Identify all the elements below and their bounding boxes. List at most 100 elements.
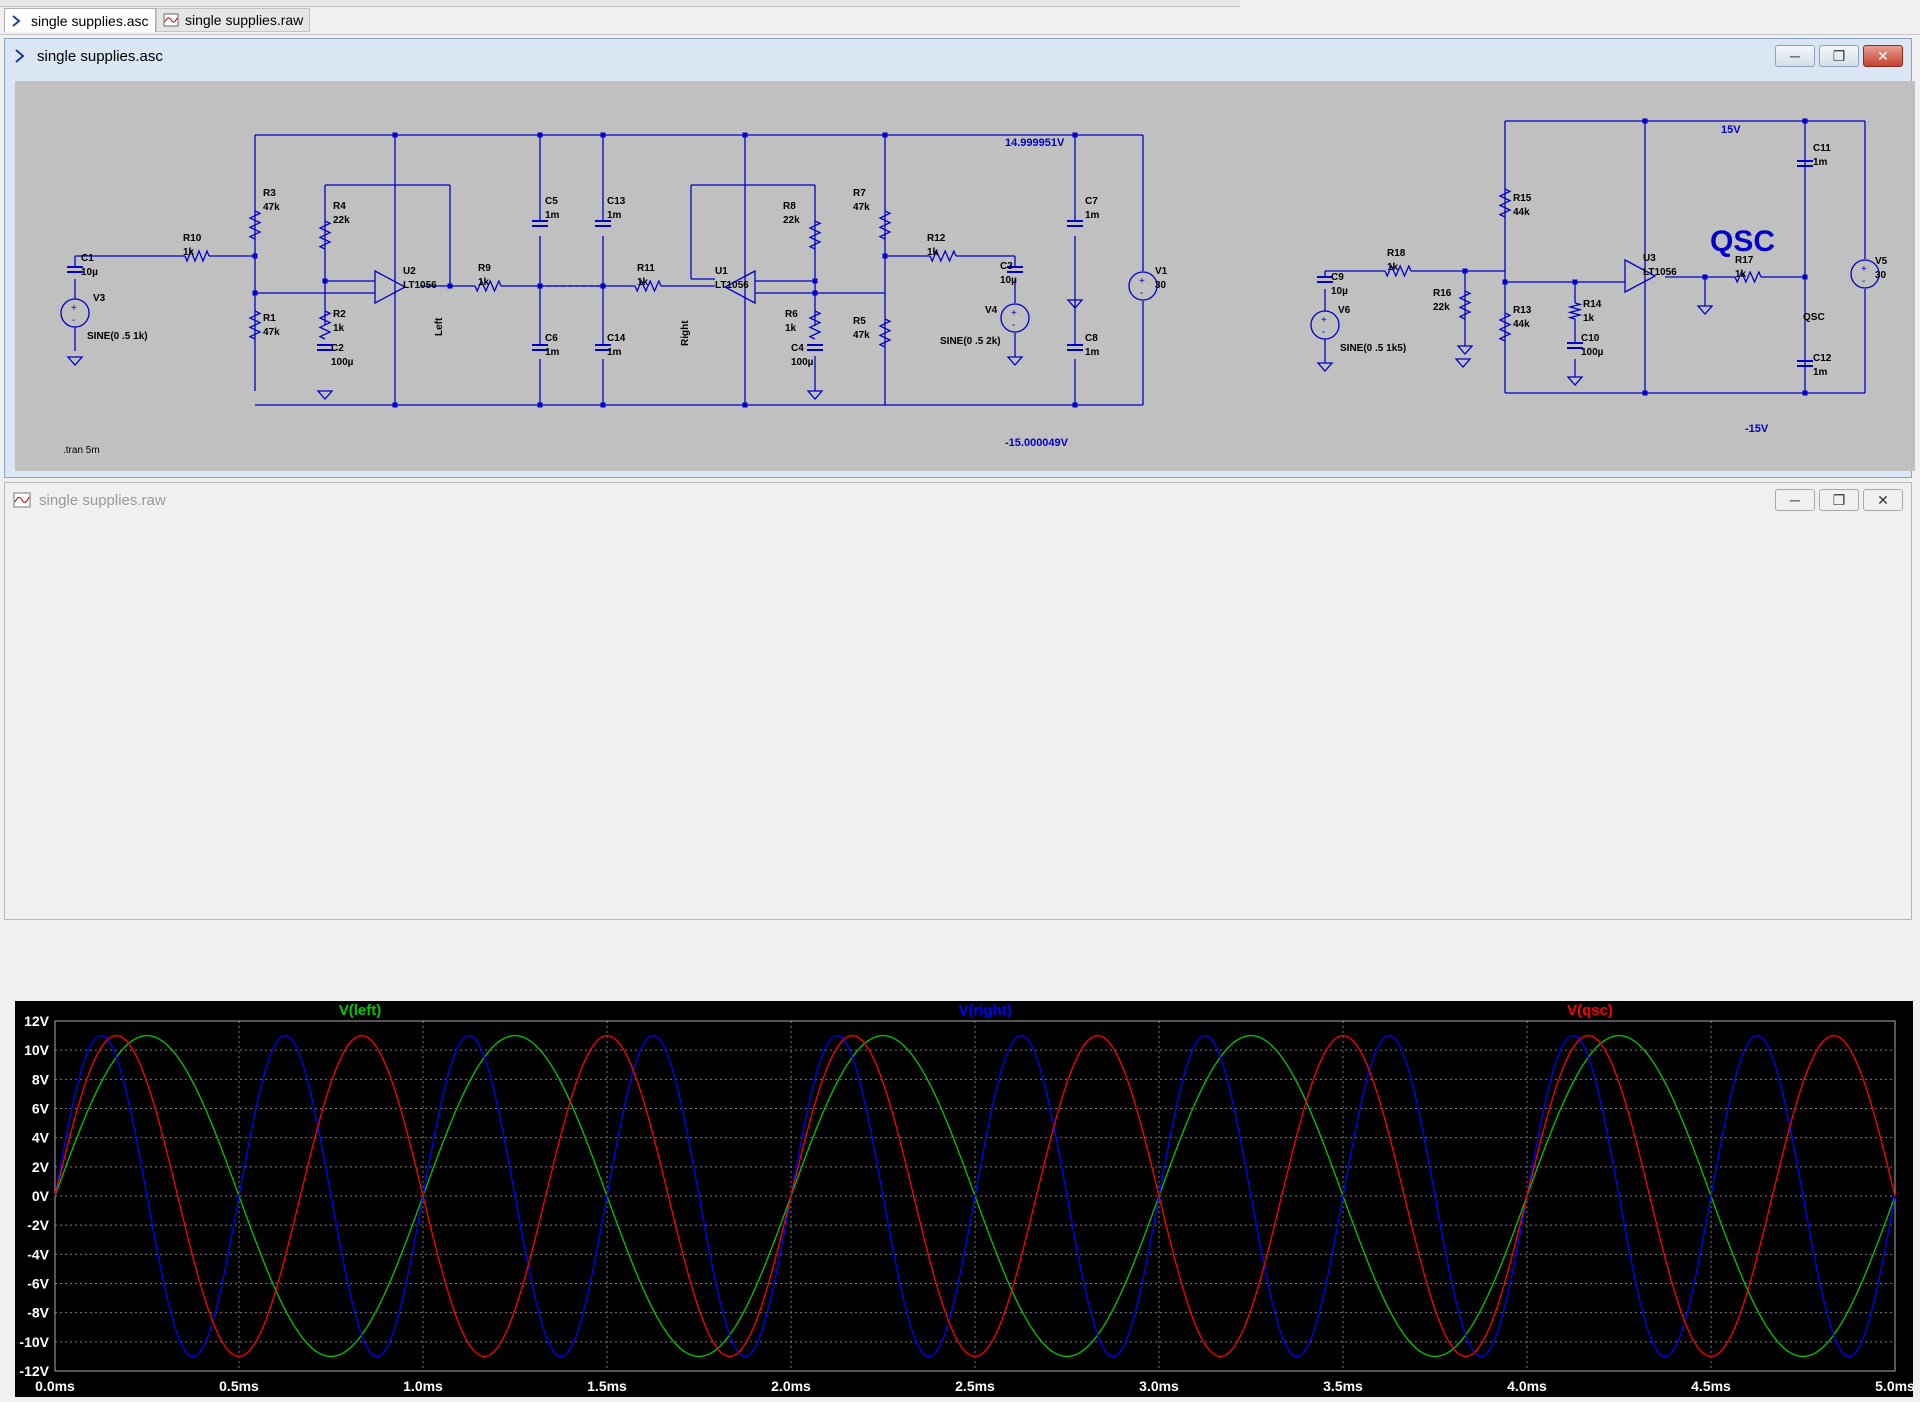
component-value[interactable]: 1m — [607, 210, 622, 221]
component-value[interactable]: LT1056 — [403, 280, 437, 291]
net-label-15v[interactable]: 15V — [1721, 124, 1741, 136]
component-value[interactable]: 1k — [637, 277, 649, 288]
component-value[interactable]: 47k — [853, 202, 870, 213]
component-value[interactable]: 22k — [783, 215, 800, 226]
minimize-button[interactable]: ─ — [1775, 45, 1815, 67]
component-value[interactable]: 10µ — [81, 267, 98, 278]
component-ref[interactable]: R18 — [1387, 248, 1406, 259]
component-ref[interactable]: R3 — [263, 188, 276, 199]
component-value[interactable]: 1m — [1085, 210, 1100, 221]
component-ref[interactable]: R5 — [853, 316, 866, 327]
component-value[interactable]: 1k — [1583, 313, 1595, 324]
component-ref[interactable]: C3 — [1000, 261, 1013, 272]
close-button[interactable]: ✕ — [1863, 489, 1903, 511]
net-label-left[interactable]: Left — [434, 317, 445, 336]
component-ref[interactable]: C13 — [607, 196, 626, 207]
series-legend-label[interactable]: V(left) — [339, 1002, 382, 1019]
component-ref[interactable]: U2 — [403, 266, 416, 277]
component-ref[interactable]: C5 — [545, 196, 558, 207]
component-ref[interactable]: C4 — [791, 343, 804, 354]
component-value[interactable]: 1k — [927, 247, 939, 258]
component-ref[interactable]: V4 — [985, 305, 998, 316]
component-value[interactable]: LT1056 — [715, 280, 749, 291]
minimize-button[interactable]: ─ — [1775, 489, 1815, 511]
series-legend-label[interactable]: V(right) — [958, 1002, 1011, 1019]
component-ref[interactable]: R6 — [785, 309, 798, 320]
component-value[interactable]: 1m — [1813, 367, 1828, 378]
component-value[interactable]: SINE(0 .5 1k5) — [1340, 343, 1406, 354]
component-value[interactable]: 100µ — [791, 357, 814, 368]
component-value[interactable]: 47k — [263, 202, 280, 213]
sim-directive[interactable]: .tran 5m — [63, 445, 100, 456]
tab-schematic[interactable]: single supplies.asc — [4, 8, 156, 32]
component-value[interactable]: 22k — [1433, 302, 1450, 313]
component-ref[interactable]: R15 — [1513, 193, 1532, 204]
component-ref[interactable]: R2 — [333, 309, 346, 320]
component-value[interactable]: 30 — [1875, 270, 1887, 281]
component-value[interactable]: 44k — [1513, 319, 1530, 330]
component-value[interactable]: SINE(0 .5 2k) — [940, 336, 1001, 347]
component-value[interactable]: 100µ — [331, 357, 354, 368]
net-label-vneg[interactable]: -15.000049V — [1005, 437, 1069, 449]
component-value[interactable]: 1k — [478, 277, 490, 288]
component-value[interactable]: 1k — [333, 323, 345, 334]
component-ref[interactable]: R12 — [927, 233, 946, 244]
component-value[interactable]: 1m — [607, 347, 622, 358]
component-ref[interactable]: R10 — [183, 233, 202, 244]
component-ref[interactable]: U3 — [1643, 253, 1656, 264]
component-value[interactable]: 1m — [545, 210, 560, 221]
component-value[interactable]: 1k — [183, 247, 195, 258]
component-ref[interactable]: C6 — [545, 333, 558, 344]
component-value[interactable]: 10µ — [1331, 286, 1348, 297]
component-ref[interactable]: C12 — [1813, 353, 1832, 364]
component-ref[interactable]: R17 — [1735, 255, 1754, 266]
schematic-titlebar[interactable]: single supplies.asc ─ ❐ ✕ — [5, 39, 1911, 73]
component-ref[interactable]: C14 — [607, 333, 626, 344]
component-value[interactable]: 1m — [1813, 157, 1828, 168]
component-ref[interactable]: U1 — [715, 266, 728, 277]
close-button[interactable]: ✕ — [1863, 45, 1903, 67]
component-ref[interactable]: R14 — [1583, 299, 1602, 310]
component-value[interactable]: 1k — [1387, 262, 1399, 273]
net-label-vpos[interactable]: 14.999951V — [1005, 137, 1065, 149]
component-ref[interactable]: R8 — [783, 201, 796, 212]
component-ref[interactable]: V3 — [93, 293, 106, 304]
component-ref[interactable]: R16 — [1433, 288, 1452, 299]
series-legend-label[interactable]: V(qsc) — [1567, 1002, 1613, 1019]
component-value[interactable]: SINE(0 .5 1k) — [87, 331, 148, 342]
component-value[interactable]: 10µ — [1000, 275, 1017, 286]
component-ref[interactable]: C9 — [1331, 272, 1344, 283]
component-value[interactable]: 47k — [263, 327, 280, 338]
component-ref[interactable]: C11 — [1813, 143, 1831, 154]
component-ref[interactable]: C1 — [81, 253, 94, 264]
component-ref[interactable]: R1 — [263, 313, 276, 324]
component-ref[interactable]: C2 — [331, 343, 344, 354]
component-ref[interactable]: V1 — [1155, 266, 1168, 277]
component-value[interactable]: 100µ — [1581, 347, 1604, 358]
net-label-right[interactable]: Right — [680, 320, 691, 346]
component-value[interactable]: 1k — [1735, 269, 1747, 280]
component-ref[interactable]: C8 — [1085, 333, 1098, 344]
component-ref[interactable]: R9 — [478, 263, 491, 274]
maximize-button[interactable]: ❐ — [1819, 489, 1859, 511]
component-value[interactable]: 1m — [1085, 347, 1100, 358]
component-ref[interactable]: C7 — [1085, 196, 1098, 207]
component-ref[interactable]: V5 — [1875, 256, 1888, 267]
component-ref[interactable]: R4 — [333, 201, 346, 212]
component-ref[interactable]: V6 — [1338, 305, 1351, 316]
schematic-canvas[interactable]: +-+-+-+-+- .tran 5m QSC 14.999951V -15.0… — [15, 81, 1915, 471]
maximize-button[interactable]: ❐ — [1819, 45, 1859, 67]
component-value[interactable]: LT1056 — [1643, 267, 1677, 278]
component-value[interactable]: 47k — [853, 330, 870, 341]
component-ref[interactable]: R11 — [637, 263, 655, 274]
component-value[interactable]: 22k — [333, 215, 350, 226]
component-ref[interactable]: C10 — [1581, 333, 1600, 344]
component-ref[interactable]: R7 — [853, 188, 866, 199]
component-value[interactable]: 44k — [1513, 207, 1530, 218]
component-ref[interactable]: R13 — [1513, 305, 1532, 316]
net-label-qsc[interactable]: QSC — [1803, 312, 1825, 323]
component-value[interactable]: 30 — [1155, 280, 1167, 291]
waveform-titlebar[interactable]: single supplies.raw ─ ❐ ✕ — [5, 483, 1911, 517]
net-label-minus15v[interactable]: -15V — [1745, 423, 1769, 435]
